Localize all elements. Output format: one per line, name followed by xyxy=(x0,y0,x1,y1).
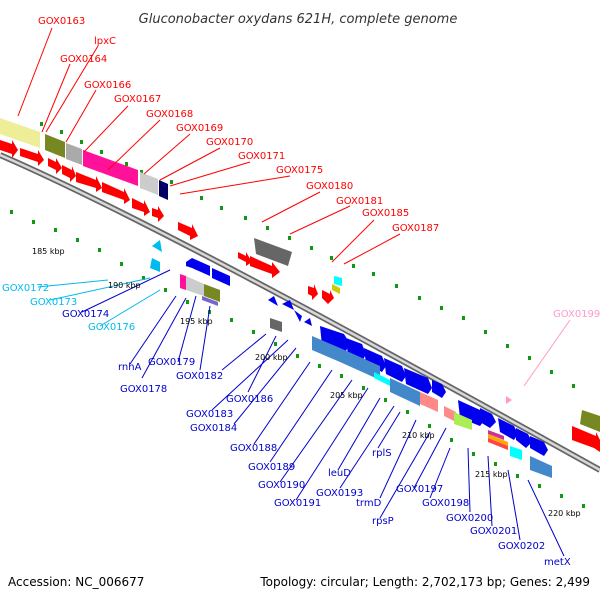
gene-label: GOX0202 xyxy=(498,541,545,552)
forward-arrows xyxy=(0,140,600,452)
gene-label: GOX0188 xyxy=(230,443,277,454)
gene-label: GOX0174 xyxy=(62,309,109,320)
gene-labels-cyan: GOX0172 GOX0173 GOX0176 xyxy=(2,283,135,333)
gene-label: GOX0166 xyxy=(84,80,131,91)
map-title: Gluconobacter oxydans 621H, complete gen… xyxy=(139,12,458,27)
feature-track-lower xyxy=(180,274,552,478)
gene-label: GOX0186 xyxy=(226,394,273,405)
tick-track-inner xyxy=(10,210,585,508)
gene-label: GOX0171 xyxy=(238,151,285,162)
gene-label: GOX0185 xyxy=(362,208,409,219)
scale-label-195: 195 kbp xyxy=(180,317,213,326)
gene-label: rnhA xyxy=(118,362,142,373)
gene-labels-forward: GOX0163 lpxC GOX0164 GOX0166 GOX0167 GOX… xyxy=(38,16,439,234)
scale-label-205: 205 kbp xyxy=(330,391,363,400)
reverse-arrows xyxy=(186,258,548,456)
gene-label: GOX0191 xyxy=(274,498,321,509)
scale-labels: 185 kbp 190 kbp 195 kbp 200 kbp 205 kbp … xyxy=(32,247,581,518)
gene-label: trmD xyxy=(356,498,382,509)
gene-label: rpsP xyxy=(372,516,394,527)
gene-label: GOX0198 xyxy=(422,498,469,509)
gene-label: GOX0170 xyxy=(206,137,253,148)
cyan-features xyxy=(150,240,512,404)
connectors-forward xyxy=(17,27,401,265)
gene-label: GOX0197 xyxy=(396,484,443,495)
connectors-reverse xyxy=(81,269,565,557)
gene-label: GOX0190 xyxy=(258,480,305,491)
gene-label: GOX0184 xyxy=(190,423,237,434)
gene-label: leuD xyxy=(328,468,351,479)
scale-label-215: 215 kbp xyxy=(475,470,508,479)
gene-label: GOX0193 xyxy=(316,488,363,499)
gene-label: GOX0200 xyxy=(446,513,493,524)
gene-label: lpxC xyxy=(94,36,116,47)
topology-text: Topology: circular; Length: 2,702,173 bp… xyxy=(259,575,590,589)
gene-label: GOX0167 xyxy=(114,94,161,105)
gene-label: GOX0164 xyxy=(60,54,107,65)
gene-label: GOX0187 xyxy=(392,223,439,234)
gene-label: GOX0183 xyxy=(186,409,233,420)
gene-label: GOX0199 xyxy=(553,309,600,320)
scale-label-210: 210 kbp xyxy=(402,431,435,440)
connector-pink xyxy=(523,319,571,387)
scale-label-220: 220 kbp xyxy=(548,509,581,518)
gene-label: GOX0189 xyxy=(248,462,295,473)
scale-label-185: 185 kbp xyxy=(32,247,65,256)
scale-label-200: 200 kbp xyxy=(255,353,288,362)
connectors-cyan xyxy=(37,277,161,327)
scale-label-190: 190 kbp xyxy=(108,281,141,290)
gene-label: GOX0173 xyxy=(30,297,77,308)
gene-label: GOX0181 xyxy=(336,196,383,207)
gene-labels-reverse: GOX0174 rnhA GOX0178 GOX0179 GOX0182 GOX… xyxy=(62,309,571,568)
gene-label: GOX0175 xyxy=(276,165,323,176)
gene-label: GOX0201 xyxy=(470,526,517,537)
gene-label: GOX0180 xyxy=(306,181,353,192)
gene-label: GOX0176 xyxy=(88,322,135,333)
gene-label: rplS xyxy=(372,448,392,459)
tick-track-outer xyxy=(40,122,575,388)
gene-label: GOX0179 xyxy=(148,357,195,368)
gene-label: GOX0182 xyxy=(176,371,223,382)
gene-label: GOX0163 xyxy=(38,16,85,27)
gene-label: GOX0169 xyxy=(176,123,223,134)
gene-label: metX xyxy=(544,557,571,568)
accession-text: Accession: NC_006677 xyxy=(8,575,144,589)
gene-label: GOX0168 xyxy=(146,109,193,120)
gene-label: GOX0172 xyxy=(2,283,49,294)
gene-label: GOX0178 xyxy=(120,384,167,395)
